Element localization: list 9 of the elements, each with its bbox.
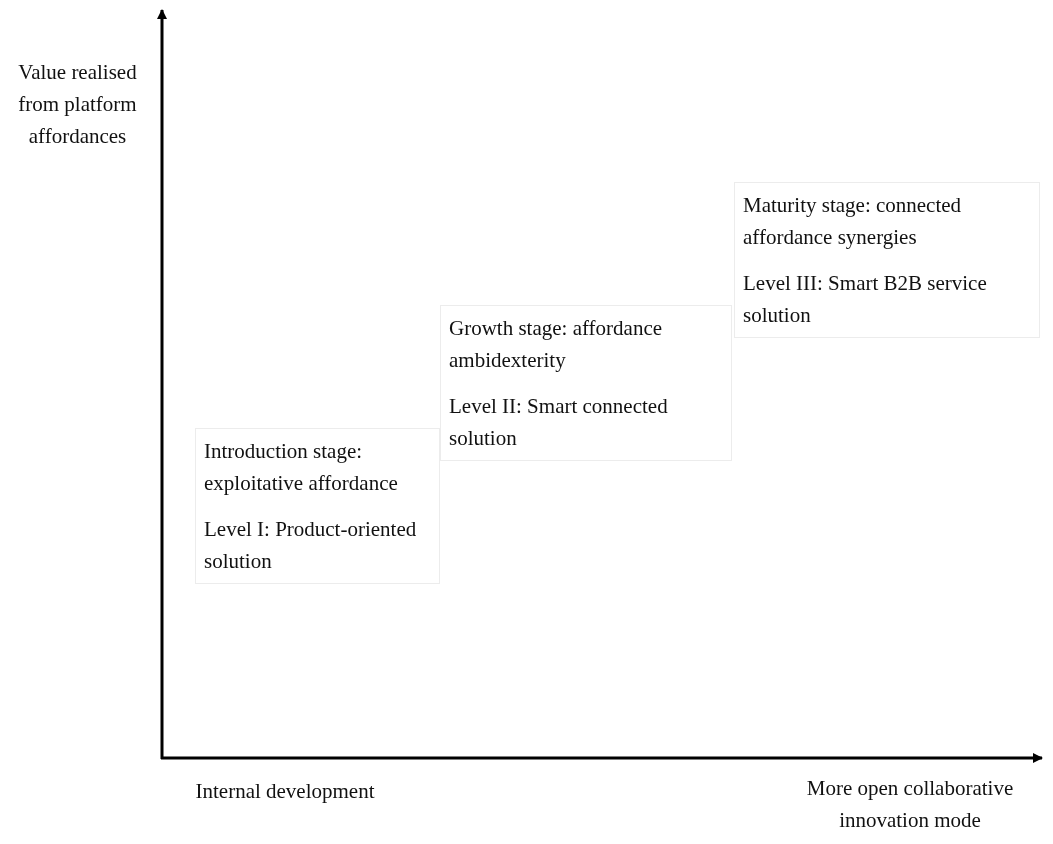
level-text: Level III: Smart B2B service solution — [743, 270, 988, 329]
axis-label: Value realised from platform affordances — [17, 59, 138, 150]
stage-heading: Introduction stage: exploitative affordance — [204, 438, 399, 497]
stage-heading: Maturity stage: connected affordance synergies — [743, 192, 963, 251]
level-text: Level I: Product-oriented solution — [204, 516, 418, 575]
stage-heading: Growth stage: affordance ambidexterity — [449, 315, 664, 374]
level-text: Level II: Smart connected solution — [449, 393, 669, 452]
axis-label: More open collaborative innovation mode — [805, 775, 1015, 834]
axis-label: Internal development — [194, 778, 376, 805]
